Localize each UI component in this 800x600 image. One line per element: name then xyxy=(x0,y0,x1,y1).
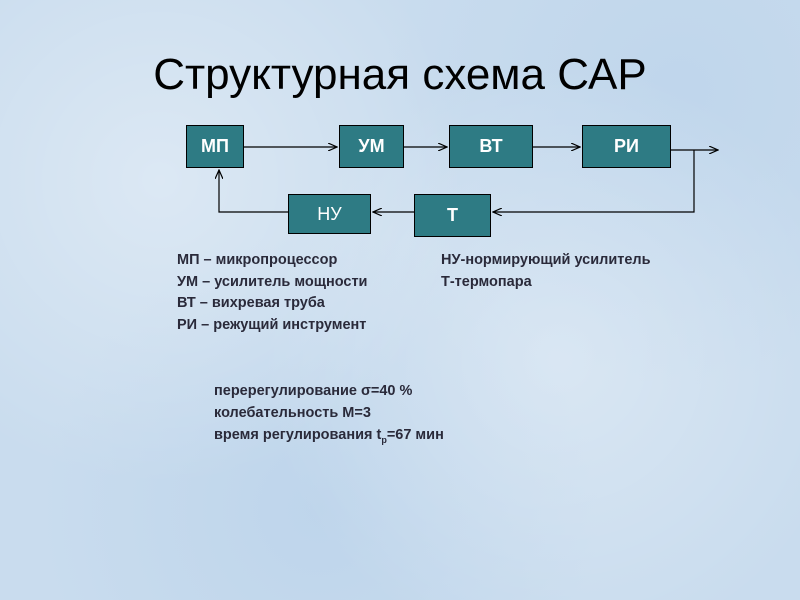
block-um: УМ xyxy=(339,125,404,168)
metric-overshoot-value: =40 % xyxy=(370,383,413,399)
legend-item-t: Т-термопара xyxy=(441,273,532,290)
arrow-nu-to-mp xyxy=(219,170,288,213)
quality-metrics: перерегулирование σ=40 % колебательность… xyxy=(214,380,444,451)
block-nu: НУ xyxy=(288,194,371,234)
legend-left: МП – микропроцессор УМ – усилитель мощно… xyxy=(177,250,367,336)
legend-item-vt: ВТ – вихревая труба xyxy=(177,295,325,311)
legend-item-nu: НУ-нормирующий усилитель xyxy=(441,252,651,268)
metric-oscillation: колебательность М=3 xyxy=(214,405,371,421)
metric-overshoot: перерегулирование σ=40 % xyxy=(214,380,444,402)
legend-item-mp: МП – микропроцессор xyxy=(177,252,338,268)
legend-right: НУ-нормирующий усилитель Т-термопара xyxy=(441,250,651,293)
metric-regulation-time: время регулирования tр=67 мин xyxy=(214,424,444,451)
block-vt: ВТ xyxy=(449,125,533,168)
slide-title: Структурная схема САР xyxy=(153,50,647,99)
sigma-symbol: σ xyxy=(360,383,371,399)
metric-regulation-time-subscript: р xyxy=(381,434,387,445)
block-ri: РИ xyxy=(582,125,671,168)
legend-item-um: УМ – усилитель мощности xyxy=(177,273,368,290)
block-mp: МП xyxy=(186,125,244,168)
metric-regulation-time-label: время регулирования t xyxy=(214,427,382,443)
arrow-feedback-to-t xyxy=(493,150,695,212)
metric-regulation-time-value: =67 мин xyxy=(386,427,444,443)
legend-item-ri: РИ – режущий инструмент xyxy=(177,316,367,333)
block-t: Т xyxy=(414,194,491,237)
metric-overshoot-label: перерегулирование xyxy=(214,383,361,399)
